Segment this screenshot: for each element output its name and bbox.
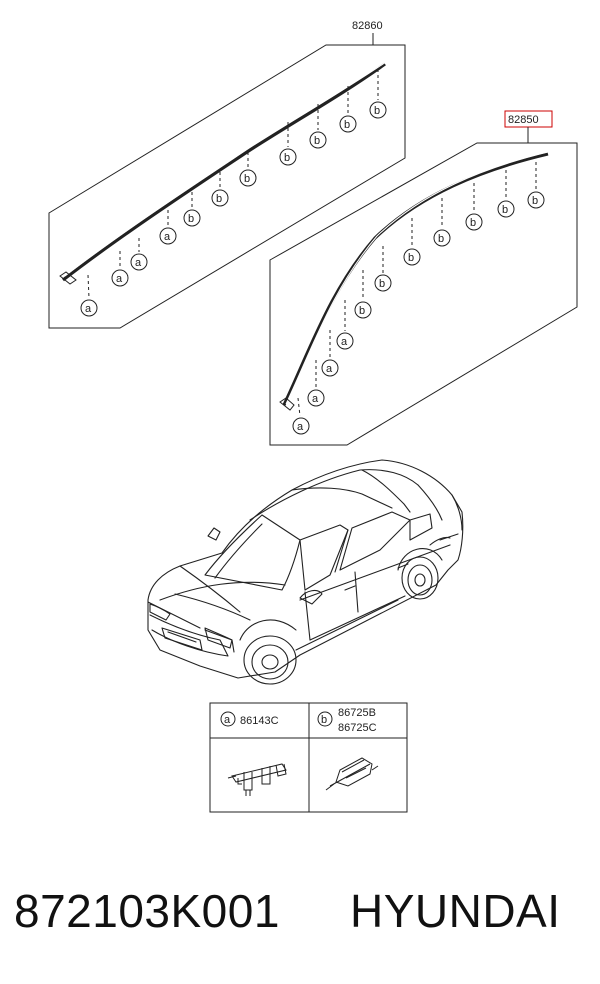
lower-molding-end	[279, 397, 295, 411]
svg-text:b: b	[438, 233, 444, 245]
callout-b[interactable]: b	[374, 246, 392, 292]
svg-text:b: b	[532, 195, 538, 207]
callout-b[interactable]: b	[183, 192, 201, 227]
callout-b[interactable]: b	[239, 152, 257, 187]
svg-text:b: b	[244, 173, 250, 185]
legend-cell-a: a 86143C	[220, 711, 279, 727]
svg-text:a: a	[85, 303, 92, 315]
callout-b[interactable]: b	[211, 172, 229, 207]
svg-text:b: b	[188, 213, 194, 225]
brand-name: HYUNDAI	[350, 885, 561, 937]
car-illustration	[147, 459, 464, 685]
upper-assembly-box	[48, 44, 406, 329]
callout-b[interactable]: b	[279, 122, 297, 166]
callout-b[interactable]: b	[527, 162, 545, 209]
legend-a-part[interactable]: 86143C	[240, 715, 279, 727]
svg-text:b: b	[374, 105, 380, 117]
lower-assembly-label[interactable]: 82850	[508, 114, 539, 126]
svg-text:a: a	[341, 336, 348, 348]
svg-text:b: b	[470, 217, 476, 229]
part-number: 872103K001	[14, 885, 280, 937]
svg-text:b: b	[502, 204, 508, 216]
legend-b-part-2[interactable]: 86725C	[338, 722, 377, 734]
callout-a[interactable]: a	[307, 360, 325, 407]
callout-b[interactable]: b	[403, 218, 421, 266]
legend-cell-b: b 86725B 86725C	[317, 707, 377, 734]
upper-molding-strip	[62, 62, 386, 282]
footer: 872103K001 HYUNDAI	[0, 878, 600, 948]
svg-text:b: b	[408, 252, 414, 264]
upper-assembly: 82860 a a a a	[48, 20, 406, 329]
callout-b[interactable]: b	[497, 170, 515, 218]
svg-text:b: b	[314, 135, 320, 147]
clip-b-drawing	[325, 757, 379, 791]
legend-a-marker: a	[224, 714, 231, 726]
svg-text:b: b	[284, 152, 290, 164]
callout-a[interactable]: a	[292, 397, 310, 435]
svg-text:b: b	[359, 305, 365, 317]
upper-assembly-label[interactable]: 82860	[352, 20, 383, 32]
callout-a[interactable]: a	[336, 300, 354, 350]
callout-a[interactable]: a	[159, 210, 177, 245]
legend-b-part-1[interactable]: 86725B	[338, 707, 376, 719]
upper-molding-end	[59, 271, 77, 285]
lower-assembly: 82850 a a a a	[269, 110, 578, 446]
legend-b-marker: b	[321, 714, 327, 726]
callout-b[interactable]: b	[309, 104, 327, 149]
callout-b[interactable]: b	[433, 198, 451, 247]
lower-assembly-box	[269, 142, 578, 446]
clip-a-drawing	[227, 763, 287, 796]
callout-a[interactable]: a	[321, 330, 339, 377]
callout-b[interactable]: b	[369, 69, 387, 119]
svg-text:b: b	[344, 119, 350, 131]
svg-text:a: a	[164, 231, 171, 243]
callout-b[interactable]: b	[354, 270, 372, 319]
svg-text:b: b	[379, 278, 385, 290]
svg-text:a: a	[326, 363, 333, 375]
svg-text:a: a	[116, 273, 123, 285]
svg-text:a: a	[312, 393, 319, 405]
callout-a[interactable]: a	[130, 238, 148, 271]
callout-b[interactable]: b	[465, 183, 483, 231]
legend-table: a 86143C b 86725B 86725C	[209, 702, 408, 813]
svg-text:a: a	[135, 257, 142, 269]
callout-a[interactable]: a	[111, 251, 129, 287]
callout-a[interactable]: a	[80, 274, 98, 317]
callout-b[interactable]: b	[339, 86, 357, 133]
svg-text:b: b	[216, 193, 222, 205]
svg-text:a: a	[297, 421, 304, 433]
